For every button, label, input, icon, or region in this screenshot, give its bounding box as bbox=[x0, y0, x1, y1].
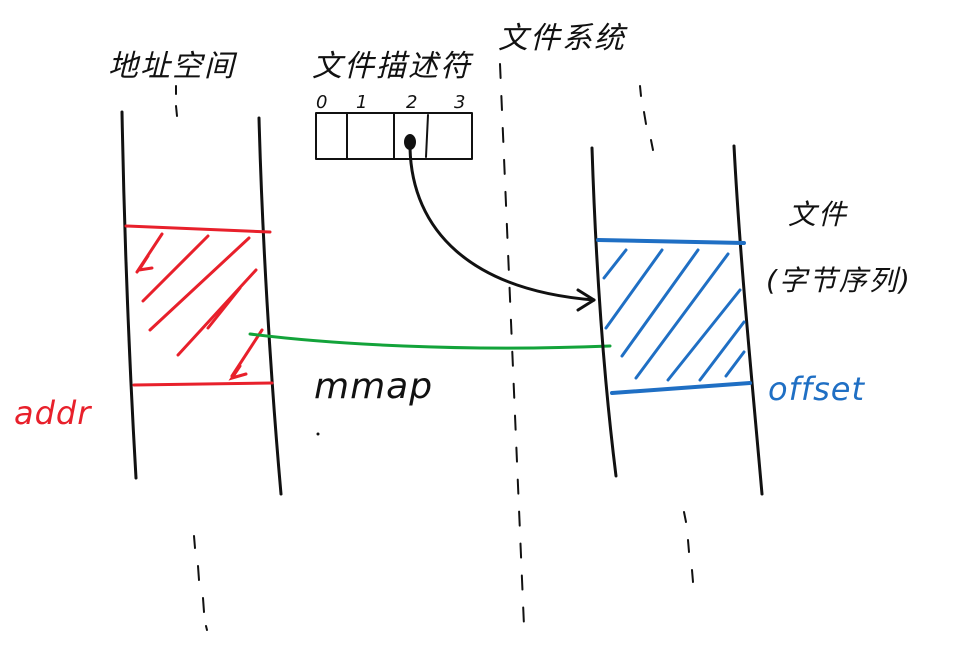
fd-pointer-curve bbox=[408, 146, 596, 302]
file-byte-sequence-label: (字节序列) bbox=[766, 264, 912, 297]
file-left-edge bbox=[590, 146, 618, 478]
mmap-label: mmap bbox=[314, 366, 433, 407]
addr-label: addr bbox=[14, 394, 92, 432]
fd-index-2: 2 bbox=[406, 92, 417, 113]
stray-dot bbox=[316, 432, 320, 436]
file-system-ellipsis-top bbox=[639, 85, 654, 151]
mmap-mapping-line bbox=[248, 332, 612, 350]
file-system-title: 文件系统 bbox=[498, 21, 628, 56]
fd-index-1: 1 bbox=[356, 92, 367, 113]
fd-table bbox=[315, 112, 473, 160]
file-descriptor-title: 文件描述符 bbox=[312, 49, 474, 84]
address-space-ellipsis-top bbox=[175, 85, 178, 117]
divider-dashed-line bbox=[499, 63, 525, 627]
address-space-left-edge bbox=[120, 110, 138, 480]
fd-to-file-pointer bbox=[404, 134, 596, 312]
address-space-right-edge bbox=[257, 116, 283, 496]
file-mapped-region bbox=[596, 238, 752, 395]
file-column bbox=[590, 144, 764, 496]
address-space-title: 地址空间 bbox=[108, 49, 238, 84]
fd-pointer-arrowhead bbox=[576, 288, 596, 312]
file-right-edge bbox=[732, 144, 764, 496]
file-system-ellipsis-bottom bbox=[683, 511, 694, 583]
addr-mapped-region bbox=[124, 224, 274, 387]
fd-index-3: 3 bbox=[454, 92, 465, 113]
file-label: 文件 bbox=[788, 198, 848, 231]
fd-index-0: 0 bbox=[316, 92, 327, 113]
address-space-column bbox=[120, 110, 283, 496]
address-space-ellipsis-bottom bbox=[193, 535, 208, 631]
offset-label: offset bbox=[768, 370, 865, 408]
fd-pointer-dot bbox=[404, 134, 416, 150]
